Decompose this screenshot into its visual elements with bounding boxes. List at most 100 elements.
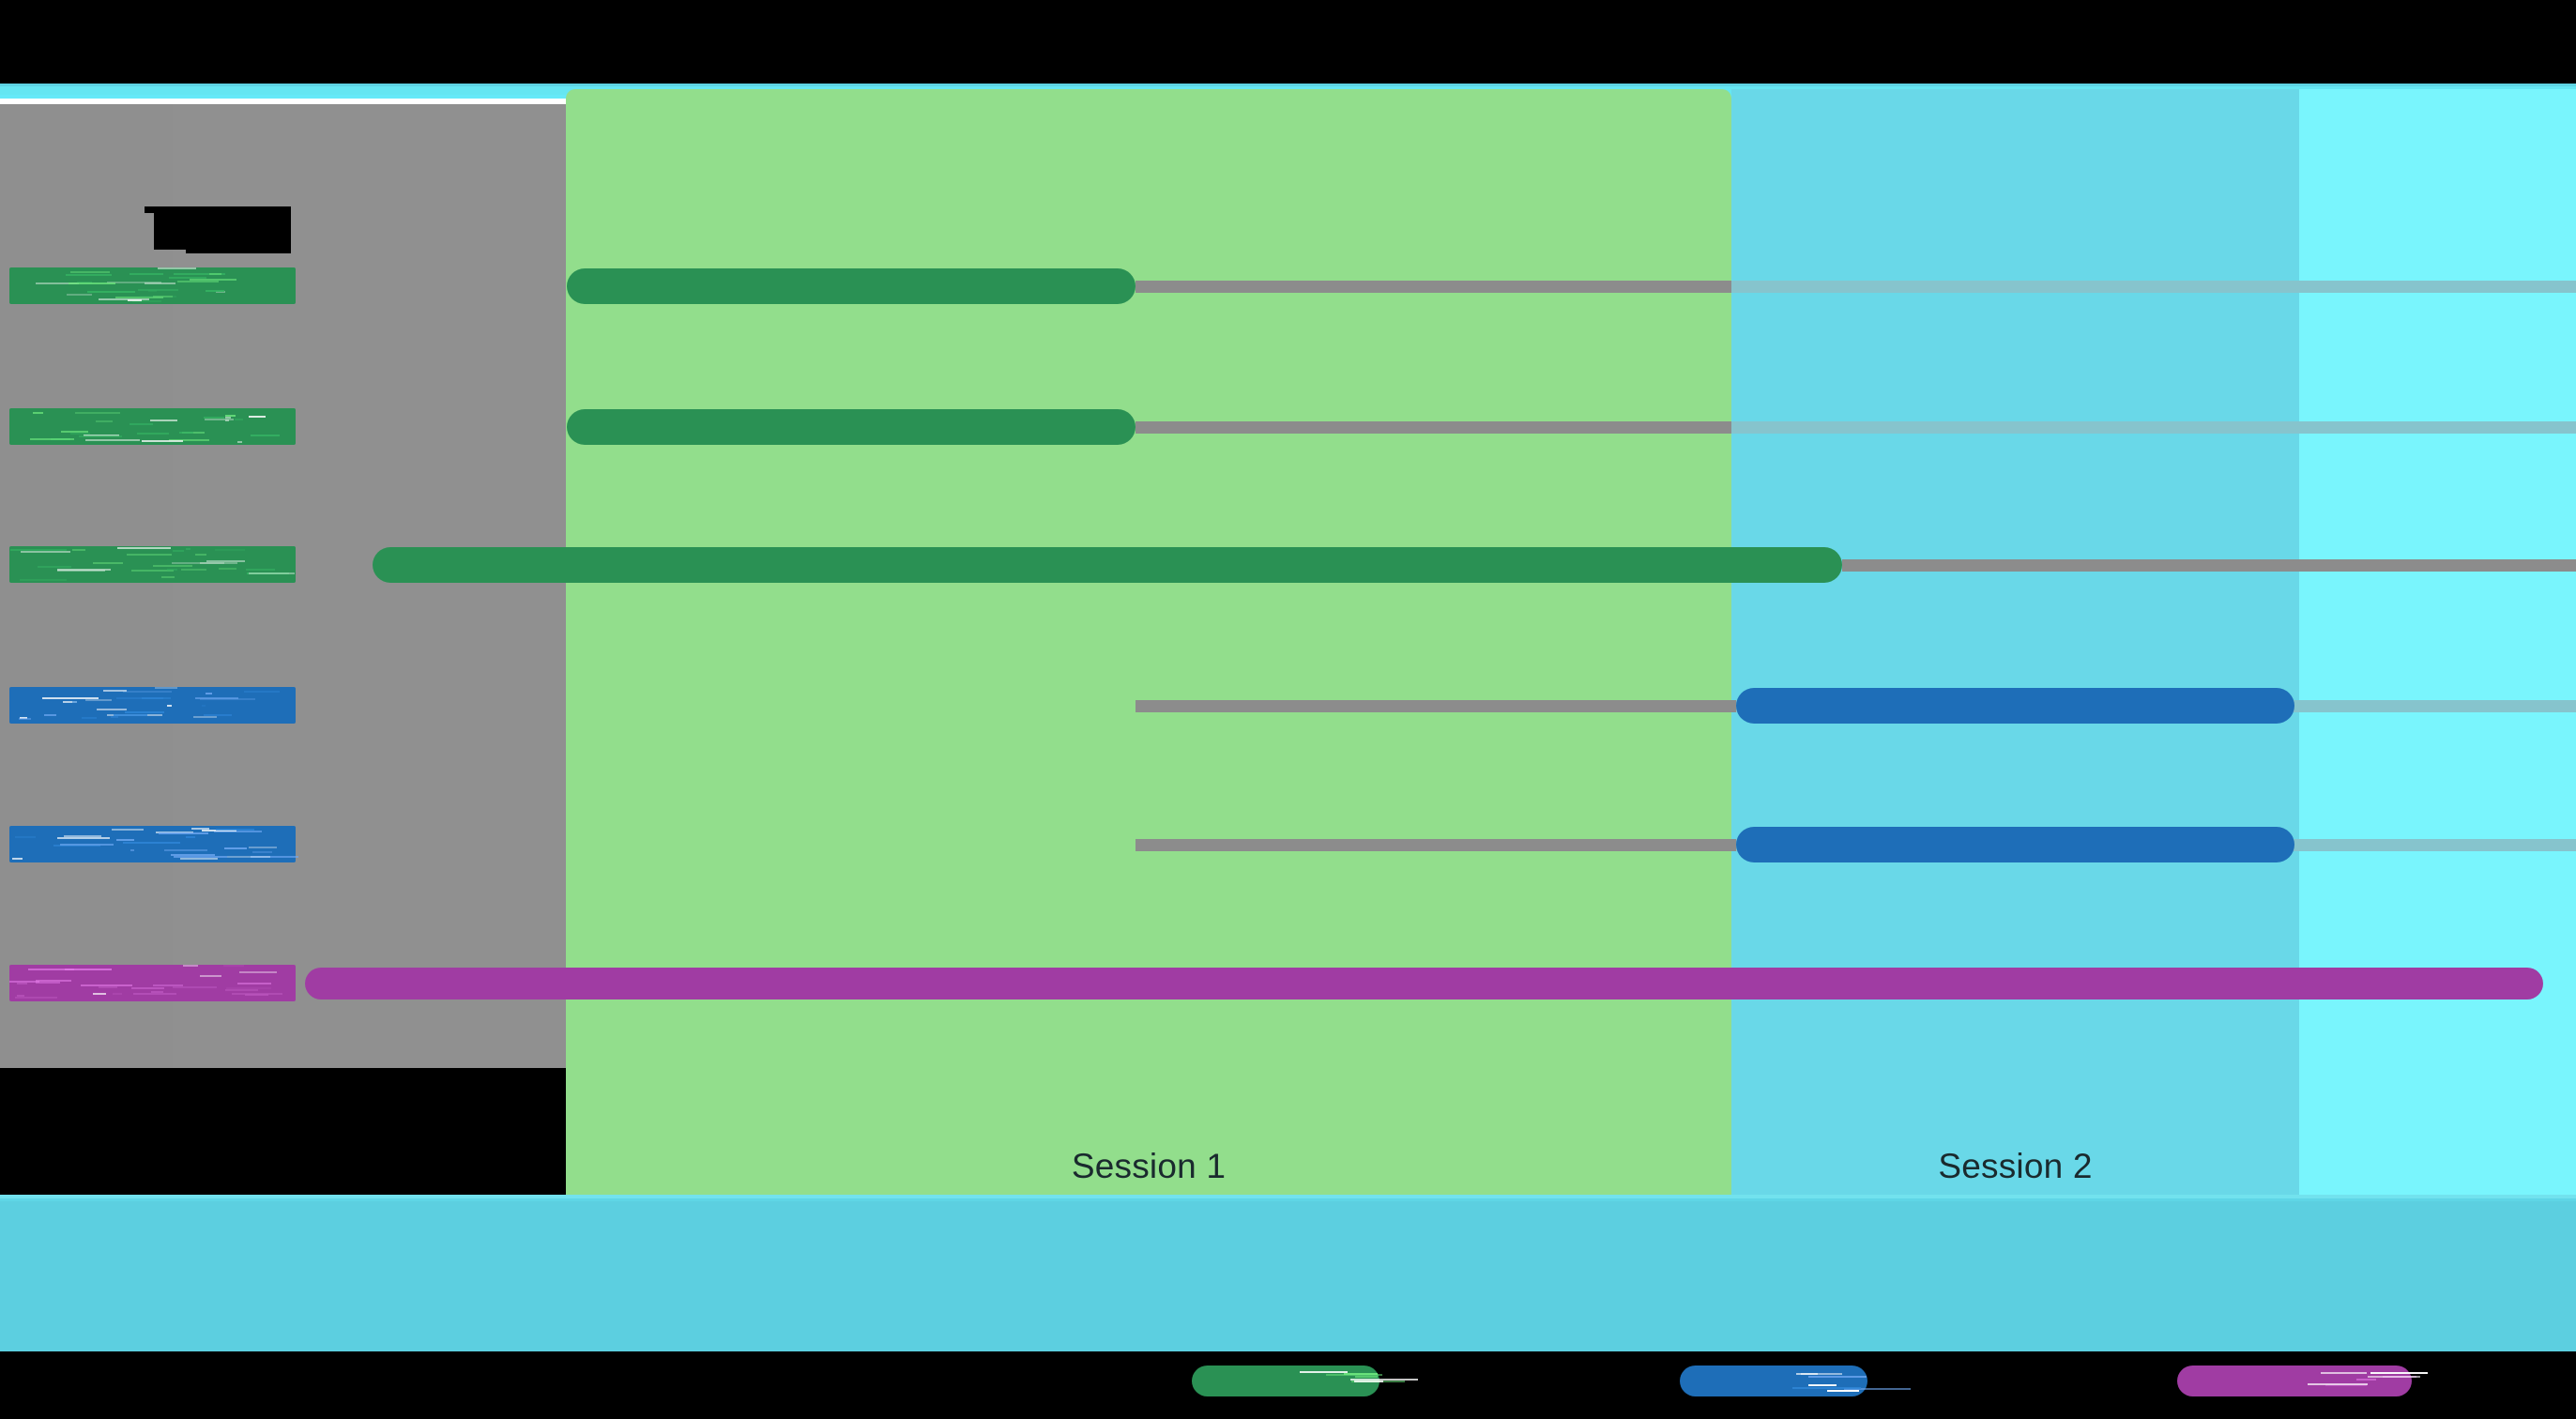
legend-label-redaction [1796,1373,1818,1376]
redaction-noise [200,562,237,564]
redaction-noise [169,277,206,279]
redaction-noise [183,965,198,967]
top-rule-1 [0,84,2576,86]
task-label-redacted [9,408,296,445]
redaction-noise [44,714,56,716]
redaction-noise [97,709,127,710]
redaction-noise [85,699,112,701]
redaction-noise [191,828,209,830]
redaction-noise [82,717,97,719]
redaction-noise [61,431,88,433]
redaction-noise [116,839,134,841]
redaction-noise [17,995,24,997]
redaction-noise [153,296,173,298]
redaction-noise [67,294,92,296]
redaction-noise [164,849,207,851]
redaction-noise [177,281,219,282]
redaction-noise [167,705,172,707]
legend-label-redaction [1299,1371,1349,1374]
legend-label-redaction [2356,1378,2377,1381]
redaction-noise [111,716,118,718]
redaction-noise [195,554,206,556]
redaction-noise [64,835,101,837]
gantt-bar[interactable] [373,547,1842,583]
label-gutter-background [0,101,173,1068]
redaction-noise [131,570,174,572]
bottom-rule-1 [0,1195,2576,1198]
redaction-noise [181,569,206,571]
redaction-noise [151,991,163,993]
redaction-noise [15,997,57,999]
redaction-noise [251,856,298,858]
legend-swatch[interactable] [1192,1366,1419,1396]
redaction-noise [123,842,180,844]
session-2-caption: Session 2 [1938,1147,2093,1185]
redaction-noise [186,836,195,838]
task-baseline-faded [1731,421,2576,434]
redaction-noise [36,282,79,284]
task-baseline [1842,559,2576,572]
redaction-noise [103,690,127,692]
gantt-bar[interactable] [567,268,1136,304]
gantt-bar[interactable] [567,409,1136,445]
session-band-1 [566,89,1731,1198]
session-band-3 [2299,89,2576,1198]
redaction-noise [17,983,27,984]
legend-label-redaction [1353,1380,1383,1382]
gantt-bar[interactable] [1736,827,2294,862]
legend-swatch[interactable] [1680,1366,1912,1396]
legend-label-redaction [1343,1373,1379,1376]
redaction-noise [225,415,236,417]
redaction-noise [249,572,295,574]
redaction-noise [216,291,225,293]
redaction-noise [173,550,184,552]
redaction-noise [57,837,110,839]
gantt-bar[interactable] [1736,688,2294,724]
redaction-noise [161,576,175,578]
redaction-noise [206,290,224,292]
redaction-noise [246,569,275,571]
redaction-noise [131,987,164,989]
legend-label-redaction [2370,1372,2429,1375]
redaction-noise [216,829,254,831]
redaction-noise [72,701,77,703]
redaction-noise [33,412,43,414]
redaction-noise [172,562,224,564]
legend-label-redaction [1808,1376,1867,1379]
redaction-noise [30,438,74,440]
redaction-noise [180,858,218,860]
redaction-noise [69,282,115,284]
bottom-rule-2 [0,1198,2576,1201]
redaction-noise [15,836,36,838]
redaction-noise [117,547,171,549]
redaction-noise [130,849,134,851]
redaction-noise [130,273,163,275]
redaction-noise [123,691,172,693]
redaction-noise [232,993,282,995]
redaction-noise [225,417,231,419]
redaction-noise [225,420,229,421]
redaction-noise [112,829,144,831]
redaction-noise [96,420,113,422]
redaction-noise [249,416,266,418]
legend-label-redaction [1826,1390,1859,1393]
redaction-noise [145,282,175,284]
gantt-bar[interactable] [305,968,2543,999]
redaction-noise [125,711,164,713]
task-label-redacted [9,965,296,1001]
redaction-noise [65,969,112,970]
redaction-noise [245,994,268,996]
redaction-noise [179,432,193,434]
redaction-noise [214,831,262,832]
plot-area: Session 1 Session 2 [0,89,2576,1201]
redaction-noise [202,830,236,832]
session-1-caption: Session 1 [1071,1147,1227,1185]
redaction-noise [249,847,277,848]
redaction-noise [10,549,67,551]
redaction-noise [66,274,112,276]
legend-swatch[interactable] [2177,1366,2429,1396]
task-baseline [1136,281,1731,293]
redaction-noise [204,417,224,419]
header-hairline [0,101,566,104]
redaction-noise [173,986,217,988]
